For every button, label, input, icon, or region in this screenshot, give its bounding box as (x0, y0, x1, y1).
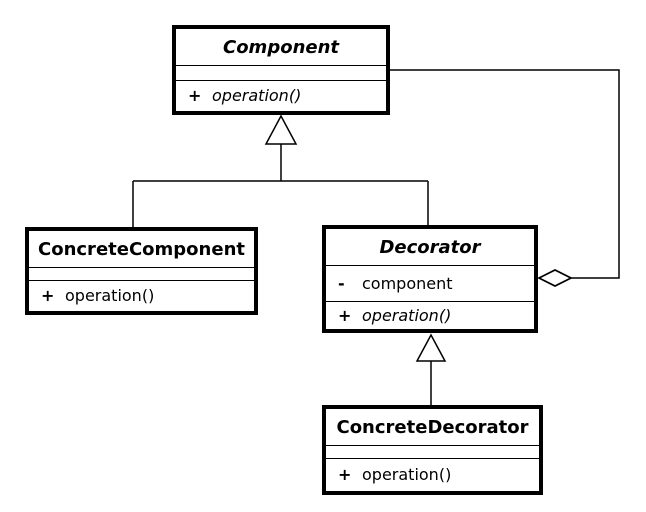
generalization-arrowhead-icon (415, 333, 447, 362)
method-signature: operation() (212, 86, 302, 105)
method-row: + operation() (326, 467, 539, 483)
class-box-decorator: Decorator - component + operation() (322, 225, 538, 333)
class-box-component: Component + operation() (172, 25, 390, 115)
attributes-compartment (176, 65, 386, 80)
class-name: ConcreteDecorator (336, 416, 529, 438)
attribute-row: - component (326, 273, 534, 293)
method-row: + operation() (29, 288, 254, 304)
aggregation-line (390, 69, 620, 279)
attribute-name: component (362, 273, 453, 293)
visibility-symbol: + (41, 286, 55, 305)
attributes-compartment: - component (326, 265, 534, 301)
method-row: + operation() (326, 305, 534, 325)
aggregation-diamond-icon (537, 269, 573, 287)
class-name: ConcreteComponent (38, 238, 245, 260)
class-box-concrete-decorator: ConcreteDecorator + operation() (322, 405, 543, 495)
method-signature: operation() (362, 305, 452, 325)
visibility-symbol: + (338, 305, 352, 325)
visibility-symbol: + (188, 86, 202, 105)
attributes-compartment (29, 267, 254, 280)
methods-compartment: + operation() (176, 80, 386, 111)
method-signature: operation() (65, 286, 155, 305)
attributes-compartment (326, 445, 539, 458)
methods-compartment: + operation() (326, 301, 534, 329)
visibility-symbol: + (338, 465, 352, 484)
class-name: Decorator (379, 236, 481, 258)
methods-compartment: + operation() (29, 280, 254, 311)
class-name: Component (222, 36, 340, 58)
method-row: + operation() (176, 88, 386, 104)
method-signature: operation() (362, 465, 452, 484)
generalization-arrowhead-icon (264, 114, 298, 145)
methods-compartment: + operation() (326, 458, 539, 491)
visibility-symbol: - (338, 273, 345, 293)
class-box-concrete-component: ConcreteComponent + operation() (25, 227, 258, 315)
